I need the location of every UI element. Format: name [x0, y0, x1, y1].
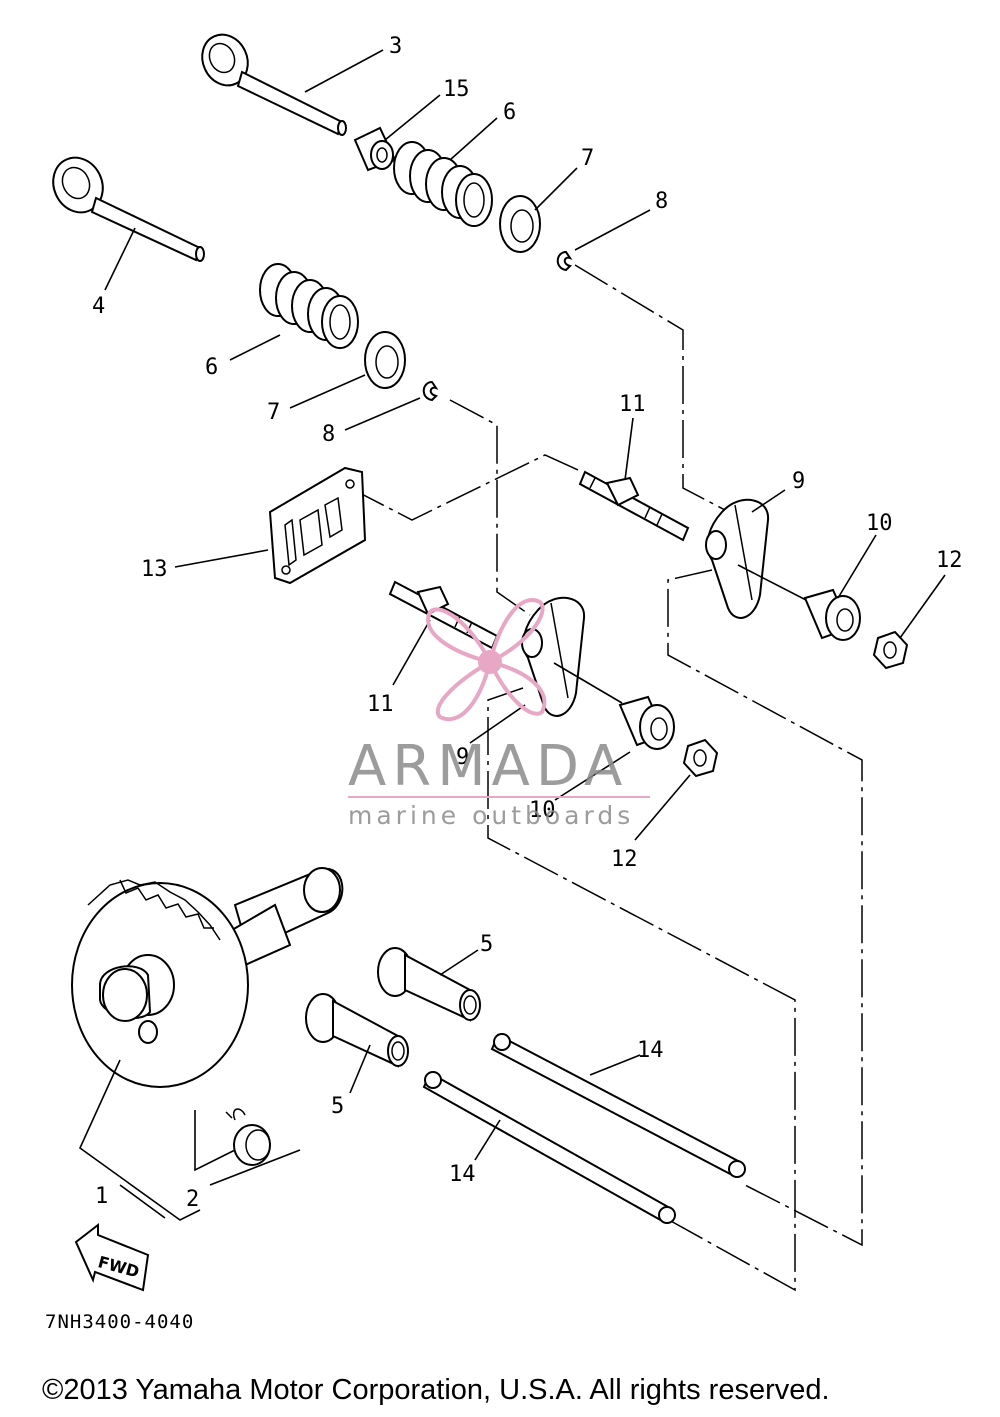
assembly-lines: [349, 264, 863, 1292]
retainer-part-7-lower: [364, 331, 406, 389]
callout-10-lower: 10: [529, 798, 556, 823]
callout-13: 13: [141, 557, 168, 582]
callout-12-upper: 12: [936, 548, 963, 573]
watermark-tagline: marine outboards: [348, 801, 634, 830]
pivot-part-10-upper: [803, 588, 861, 641]
leader-lines: [79, 49, 946, 1221]
camshaft-part-1: [71, 867, 344, 1088]
callouts: 3 15 6 7 8 4 6 7 8 11 9 10 12 13 11 9 10…: [92, 34, 963, 1212]
valve-part-4: [52, 156, 205, 262]
callout-2: 2: [186, 1187, 199, 1212]
watermark-brand: ARMADA: [348, 734, 628, 799]
callout-7-upper: 7: [581, 146, 594, 171]
callout-10-upper: 10: [866, 511, 893, 536]
fwd-arrow-icon: FWD: [74, 1222, 150, 1292]
pivot-part-10-lower: [618, 695, 675, 750]
rocker-arm-part-9-upper: [705, 498, 807, 619]
callout-11-lower: 11: [367, 692, 394, 717]
spring-part-6-lower: [259, 263, 359, 349]
callout-14-lower: 14: [449, 1162, 476, 1187]
tappet-part-5-upper: [377, 947, 481, 1022]
armada-watermark: ARMADA marine outboards: [348, 598, 650, 830]
callout-7-lower: 7: [267, 400, 280, 425]
callout-8-lower: 8: [322, 422, 335, 447]
nut-part-12-upper: [872, 630, 909, 670]
callout-1: 1: [95, 1184, 108, 1209]
push-rod-part-14-lower: [422, 1071, 676, 1224]
spring-part-6-upper: [393, 141, 493, 227]
callout-15: 15: [443, 77, 470, 102]
callout-12-lower: 12: [611, 847, 638, 872]
valve-part-3: [201, 33, 347, 136]
cotter-part-8-upper: [556, 250, 573, 272]
gasket-part-13: [268, 466, 367, 585]
tappet-part-5-lower: [305, 993, 409, 1068]
cotter-part-8-lower: [422, 380, 439, 402]
callout-5-lower: 5: [331, 1094, 344, 1119]
rocker-arm-part-9-lower: [521, 596, 623, 717]
callout-9-upper: 9: [792, 469, 805, 494]
callout-9-lower: 9: [456, 745, 469, 770]
push-rod-part-14-upper: [490, 1033, 746, 1178]
drawing-code: 7NH3400-4040: [45, 1311, 195, 1333]
callout-14-upper: 14: [637, 1038, 664, 1063]
callout-6-lower: 6: [205, 355, 218, 380]
stud-part-11-upper: [578, 470, 690, 542]
callout-8-upper: 8: [655, 189, 668, 214]
stud-part-11-lower: [388, 580, 499, 650]
callout-4: 4: [92, 294, 105, 319]
nut-part-12-lower: [682, 738, 719, 778]
callout-6-upper: 6: [503, 100, 516, 125]
callout-11-upper: 11: [619, 392, 646, 417]
callout-3: 3: [389, 34, 402, 59]
propeller-logo-icon: [426, 598, 547, 721]
copyright-notice: ©2013 Yamaha Motor Corporation, U.S.A. A…: [42, 1374, 830, 1406]
watermark-divider: [348, 796, 650, 798]
spring-part-2: [225, 1108, 271, 1166]
collar-part-15: [353, 126, 397, 172]
retainer-part-7-upper: [499, 195, 541, 253]
callout-5-upper: 5: [480, 932, 493, 957]
